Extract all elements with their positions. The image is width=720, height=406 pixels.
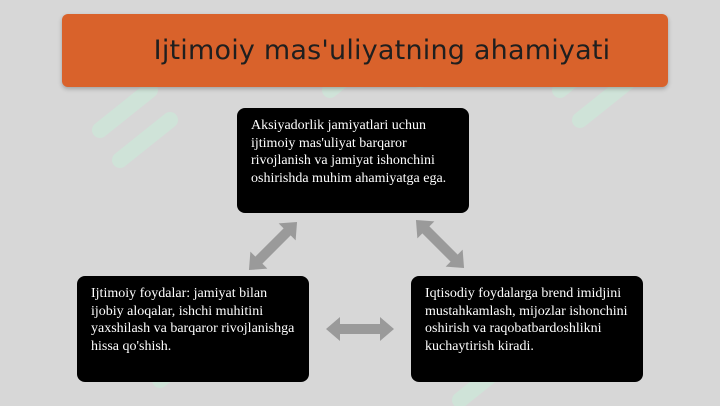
arrow-top-right-icon bbox=[415, 219, 465, 269]
economic-benefits-text: Iqtisodiy foydalarga brend imidjini must… bbox=[425, 286, 628, 354]
center-concept-box: Aksiyadorlik jamiyatlari uchun ijtimoiy … bbox=[237, 108, 469, 213]
title-bar: Ijtimoiy mas'uliyatning ahamiyati bbox=[62, 14, 668, 87]
arrow-bottom-icon bbox=[326, 317, 394, 341]
page-title: Ijtimoiy mas'uliyatning ahamiyati bbox=[153, 35, 611, 66]
center-concept-text: Aksiyadorlik jamiyatlari uchun ijtimoiy … bbox=[251, 118, 447, 186]
social-benefits-text: Ijtimoiy foydalar: jamiyat bilan ijobiy … bbox=[91, 286, 295, 354]
social-benefits-box: Ijtimoiy foydalar: jamiyat bilan ijobiy … bbox=[77, 276, 309, 382]
arrow-top-left-icon bbox=[248, 221, 298, 271]
economic-benefits-box: Iqtisodiy foydalarga brend imidjini must… bbox=[411, 276, 643, 382]
